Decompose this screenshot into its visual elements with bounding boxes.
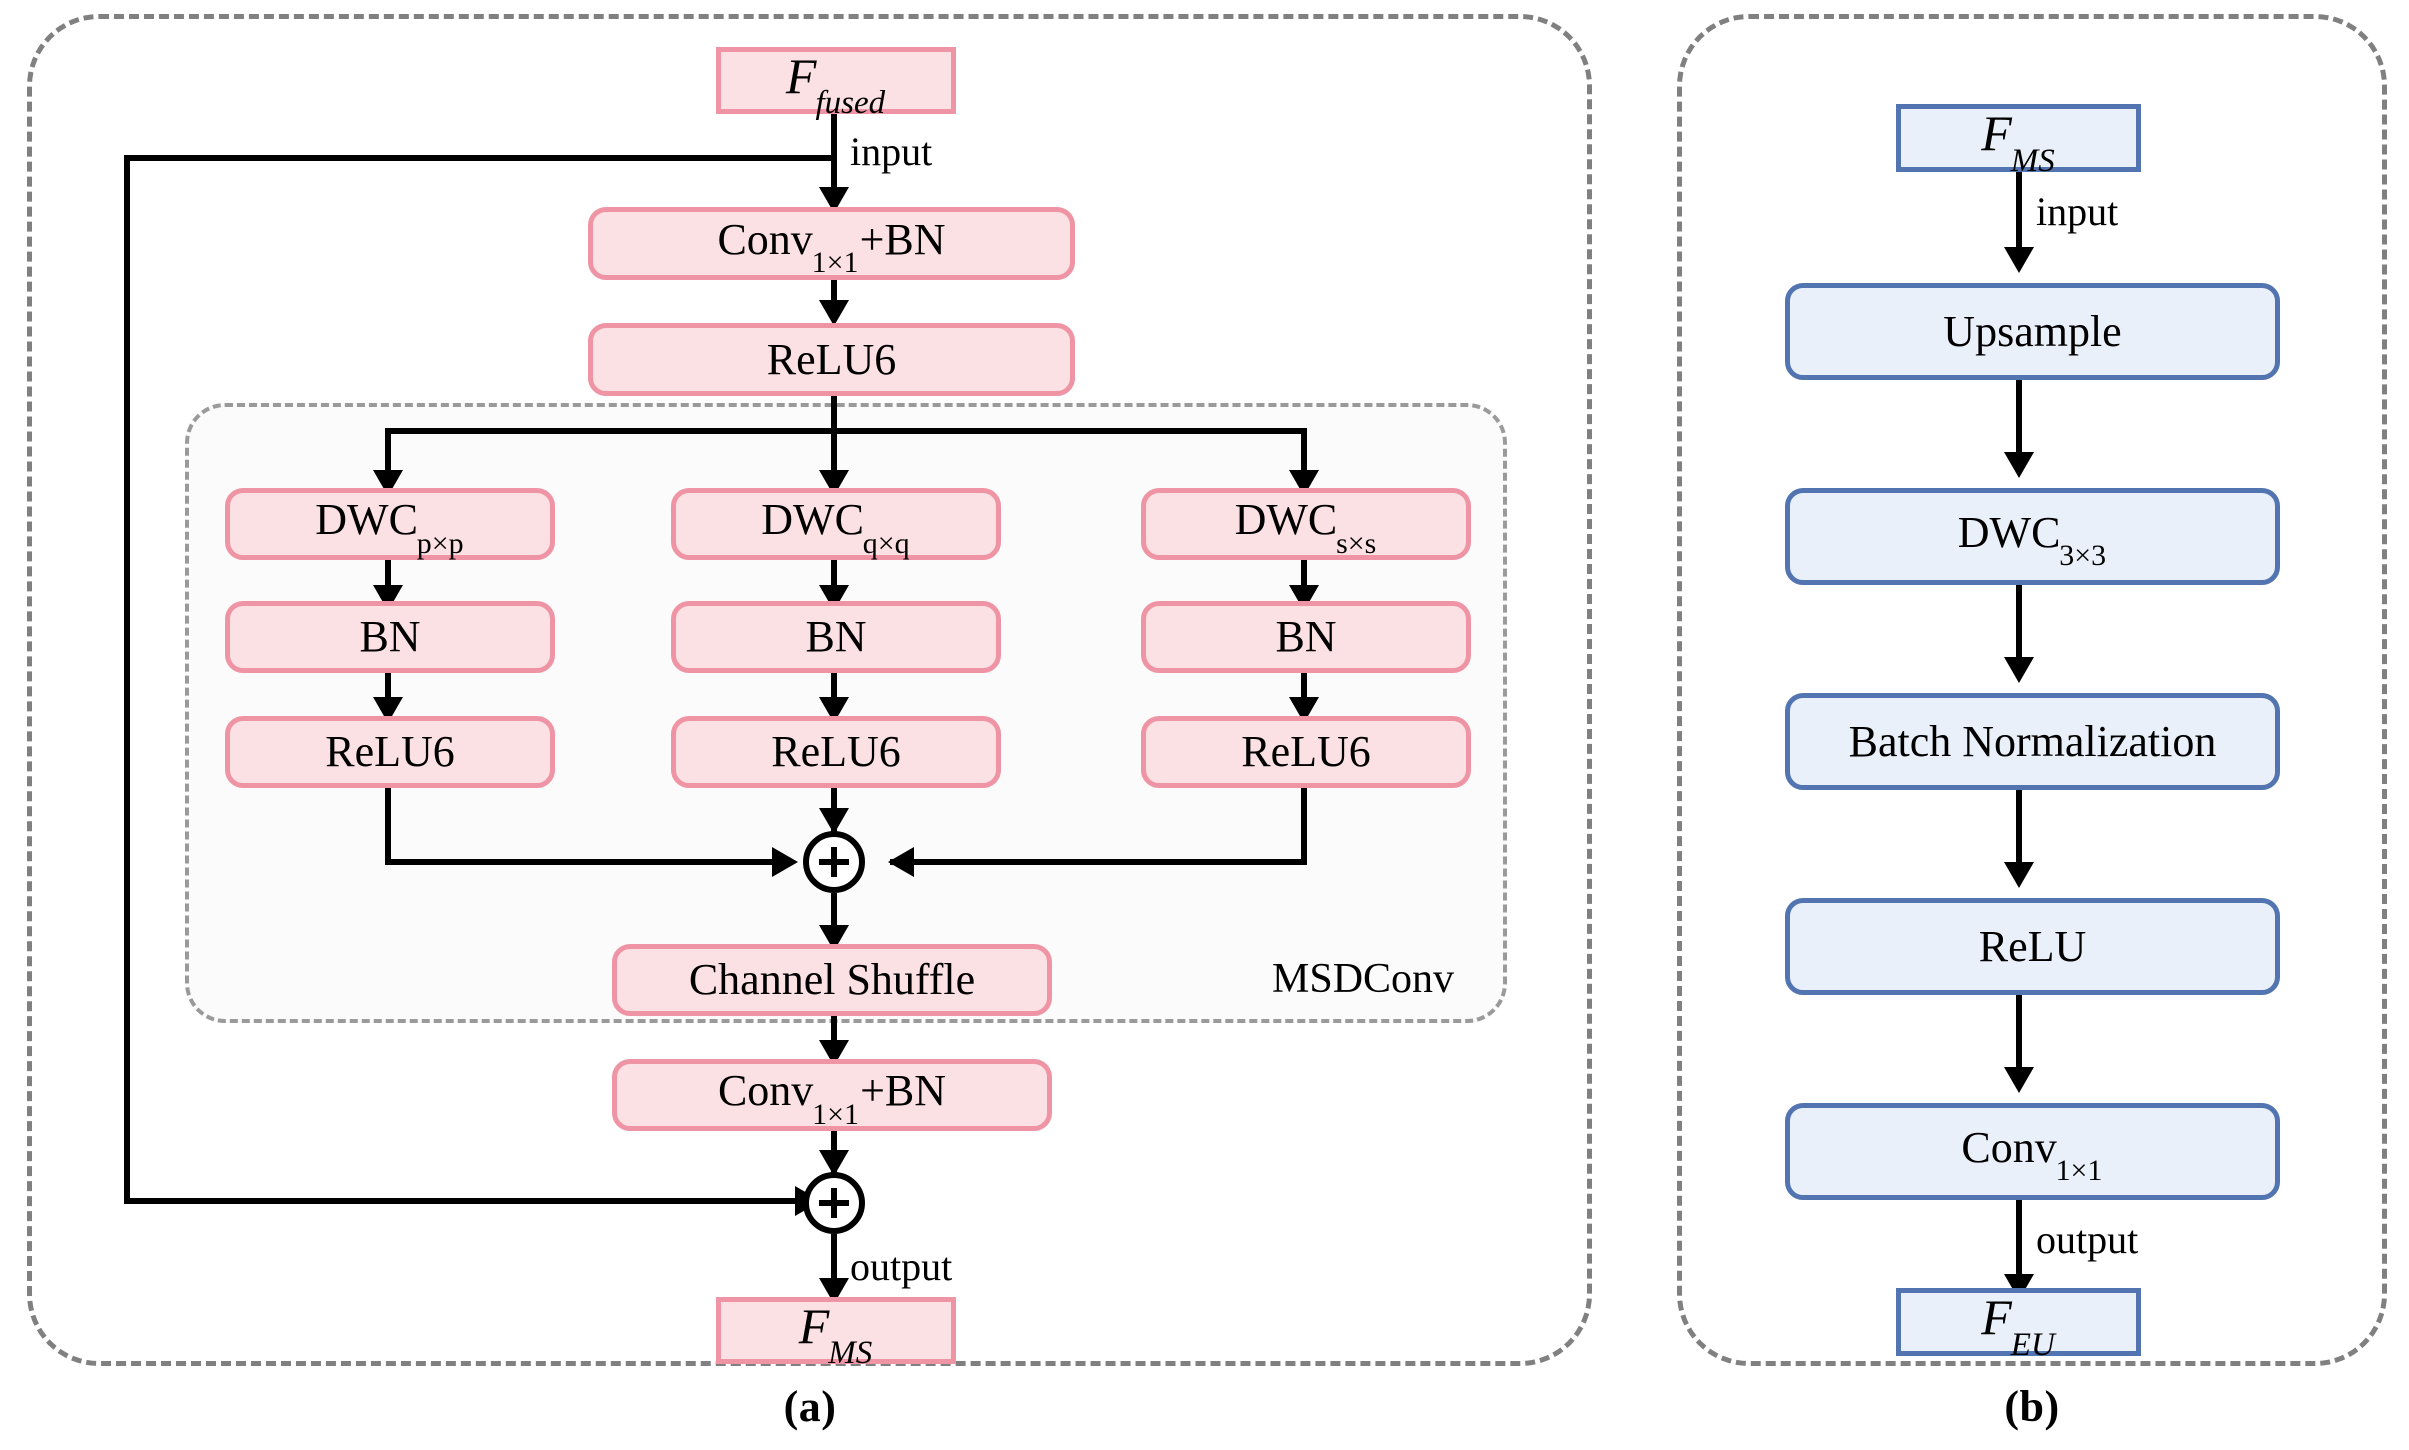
edge-label-input-a: input — [850, 129, 933, 174]
edge-sum1-to-channel-shuffle — [831, 893, 837, 946]
edge-conv-bottom-to-sum2-arrowhead — [819, 1150, 849, 1176]
node-conv-1x1-b: Conv1×1 — [1785, 1103, 2280, 1200]
node-relu6-branch-3: ReLU6 — [1141, 716, 1471, 788]
edge-dwc-to-batchnorm-arrowhead — [2004, 657, 2034, 683]
edge-relu-top-to-split — [831, 396, 837, 434]
edge-bn2-to-relu2 — [831, 673, 837, 718]
edge-split-to-dwc-3 — [1301, 428, 1307, 490]
sum-node-residual — [803, 1172, 865, 1234]
node-relu6-branch-2: ReLU6 — [671, 716, 1001, 788]
edge-sum2-to-fms — [831, 1234, 837, 1294]
node-conv1x1-bn-top-label: Conv1×1+BN — [717, 214, 946, 280]
skip-connection-vertical — [124, 155, 130, 1201]
edge-split-to-dwc-1 — [385, 428, 391, 490]
edge-dwc-to-batchnorm — [2016, 585, 2022, 675]
skip-connection-bottom-horizontal — [124, 1198, 799, 1204]
panel-b-frame — [1677, 14, 2387, 1366]
panel-b-caption: (b) — [2004, 1382, 2060, 1431]
edge-conv-to-feu — [2016, 1200, 2022, 1292]
edge-bn3-to-relu3 — [1301, 673, 1307, 718]
panel-a-caption: (a) — [783, 1382, 837, 1431]
node-f-eu: FEU — [1896, 1288, 2141, 1363]
node-bn-branch-3: BN — [1141, 601, 1471, 673]
edge-fms-to-upsample — [2016, 172, 2022, 264]
node-dwc-sxs-label: DWCs×s — [1234, 495, 1377, 560]
edge-label-output-a: output — [850, 1244, 953, 1289]
edge-relu2-to-merge-arrowhead — [819, 808, 849, 834]
edge-relu1-to-merge-horizontal — [385, 859, 775, 865]
msdconv-group-label: MSDConv — [1272, 956, 1455, 1002]
node-bn-branch-2: BN — [671, 601, 1001, 673]
node-bn-branch-1: BN — [225, 601, 555, 673]
edge-batchnorm-to-relu — [2016, 790, 2022, 880]
edge-upsample-to-dwc-arrowhead — [2004, 452, 2034, 478]
edge-relu3-to-merge-horizontal — [890, 859, 1307, 865]
node-dwc-qxq-label: DWCq×q — [761, 495, 910, 560]
split-bus-horizontal — [385, 428, 1304, 434]
node-f-ms-input: FMS — [1896, 104, 2141, 179]
edge-label-output-b: output — [2036, 1217, 2139, 1262]
node-dwc-qxq: DWCq×q — [671, 488, 1001, 560]
edge-conv-top-to-relu-top — [831, 280, 837, 315]
edge-fms-to-upsample-arrowhead — [2004, 247, 2034, 273]
merge-arrowhead-left — [772, 847, 798, 877]
edge-relu1-to-merge-vertical — [385, 788, 391, 865]
edge-conv-top-to-relu-top-arrowhead — [819, 300, 849, 326]
edge-batchnorm-to-relu-arrowhead — [2004, 862, 2034, 888]
edge-relu3-to-merge-vertical — [1301, 788, 1307, 865]
node-f-fused: Ffused — [716, 47, 956, 122]
sum-node-msdconv: + — [803, 831, 865, 893]
node-relu6-branch-1: ReLU6 — [225, 716, 555, 788]
node-f-ms-output: FMS — [716, 1297, 956, 1372]
edge-dwc3-to-bn3 — [1301, 560, 1307, 603]
node-f-ms-input-label: FMS — [1981, 105, 2055, 179]
node-relu6-top: ReLU6 — [588, 323, 1075, 396]
edge-dwc2-to-bn2 — [831, 560, 837, 603]
edge-ffused-to-conv-top — [831, 114, 837, 204]
node-relu: ReLU — [1785, 898, 2280, 995]
node-dwc-3x3-label: DWC3×3 — [1957, 507, 2107, 573]
edge-upsample-to-dwc — [2016, 380, 2022, 470]
node-f-ms-output-label: FMS — [798, 1297, 873, 1372]
edge-dwc1-to-bn1 — [385, 560, 391, 603]
edge-relu-to-conv — [2016, 995, 2022, 1085]
node-f-eu-label: FEU — [1981, 1289, 2055, 1363]
node-conv1x1-bn-bottom-label: Conv1×1+BN — [717, 1066, 947, 1131]
node-channel-shuffle: Channel Shuffle — [612, 944, 1052, 1016]
node-dwc-pxp-label: DWCp×p — [315, 495, 464, 560]
edge-split-to-dwc-2 — [831, 428, 837, 490]
node-batch-normalization: Batch Normalization — [1785, 693, 2280, 790]
node-dwc-sxs: DWCs×s — [1141, 488, 1471, 560]
edge-channel-shuffle-to-conv-bottom — [831, 1016, 837, 1061]
node-conv1x1-bn-bottom: Conv1×1+BN — [612, 1059, 1052, 1131]
node-conv-1x1-b-label: Conv1×1 — [1961, 1122, 2103, 1188]
node-f-fused-label: Ffused — [785, 47, 886, 122]
node-dwc-3x3: DWC3×3 — [1785, 488, 2280, 585]
edge-bn1-to-relu1 — [385, 673, 391, 718]
node-conv1x1-bn-top: Conv1×1+BN — [588, 207, 1075, 280]
node-upsample: Upsample — [1785, 283, 2280, 380]
edge-label-input-b: input — [2036, 189, 2119, 234]
merge-arrowhead-right — [888, 847, 914, 877]
node-dwc-pxp: DWCp×p — [225, 488, 555, 560]
edge-relu-to-conv-arrowhead — [2004, 1067, 2034, 1093]
skip-connection-top-horizontal — [124, 155, 831, 161]
